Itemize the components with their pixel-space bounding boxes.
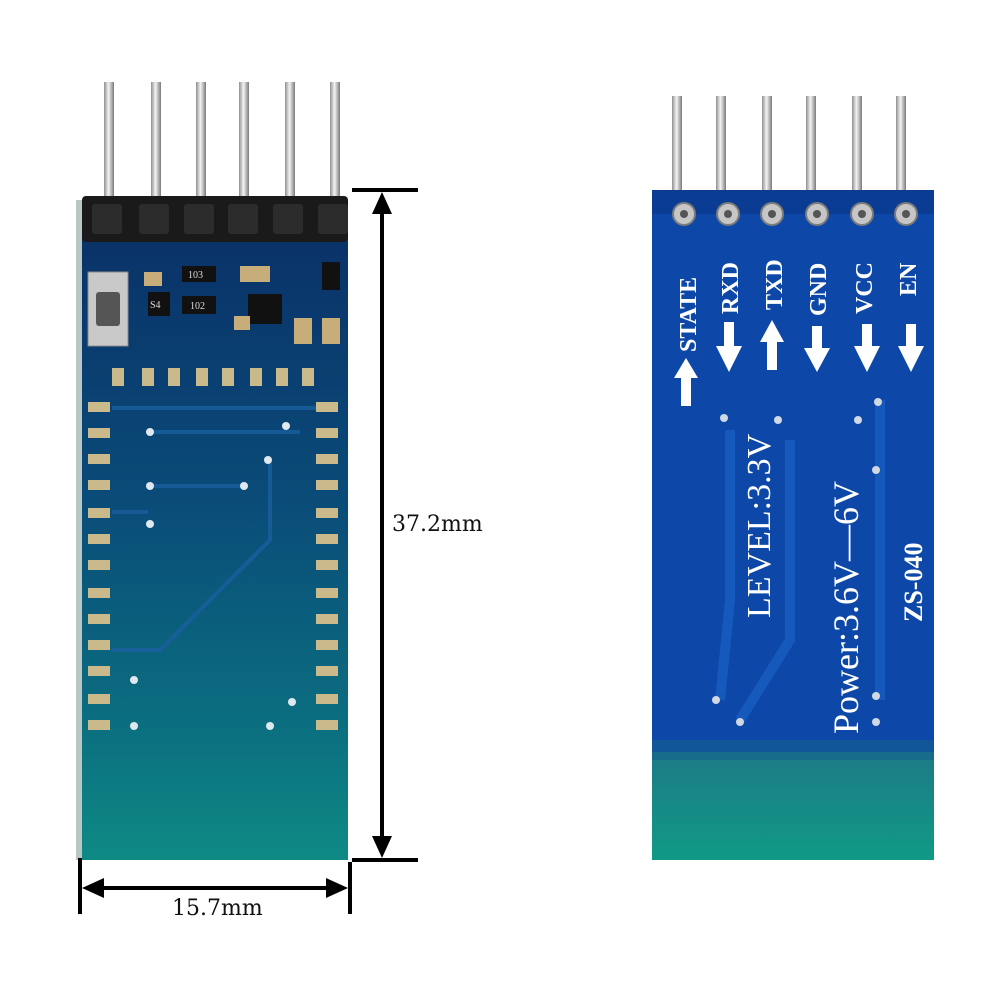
level-text: LEVEL:3.3V xyxy=(741,433,778,618)
svg-text:S4: S4 xyxy=(150,300,161,311)
width-dimension-line xyxy=(78,858,352,914)
power-text: Power:3.6V—6V xyxy=(826,481,866,734)
front-header-pins xyxy=(104,82,340,212)
svg-text:102: 102 xyxy=(190,301,205,312)
back-header-pins xyxy=(672,96,906,196)
pin-label-en: EN xyxy=(896,262,922,296)
height-dimension-line xyxy=(352,188,418,862)
height-dimension-label: 37.2mm xyxy=(392,512,483,537)
pin-label-txd: TXD xyxy=(762,259,788,310)
front-board: S4 103 102 xyxy=(76,82,348,860)
width-dimension-label: 15.7mm xyxy=(172,896,263,921)
back-board: STATE RXD TXD GND VCC EN LEVEL:3.3V Powe… xyxy=(652,96,934,860)
pin-label-vcc: VCC xyxy=(852,262,878,314)
front-left-pads xyxy=(88,402,110,730)
model-text: ZS-040 xyxy=(899,543,928,622)
svg-text:103: 103 xyxy=(188,270,203,281)
front-right-pads xyxy=(316,402,338,730)
pin-label-gnd: GND xyxy=(806,263,832,316)
back-antenna-area xyxy=(652,752,934,860)
pin-label-state: STATE xyxy=(676,277,702,352)
pin-label-rxd: RXD xyxy=(718,262,744,314)
